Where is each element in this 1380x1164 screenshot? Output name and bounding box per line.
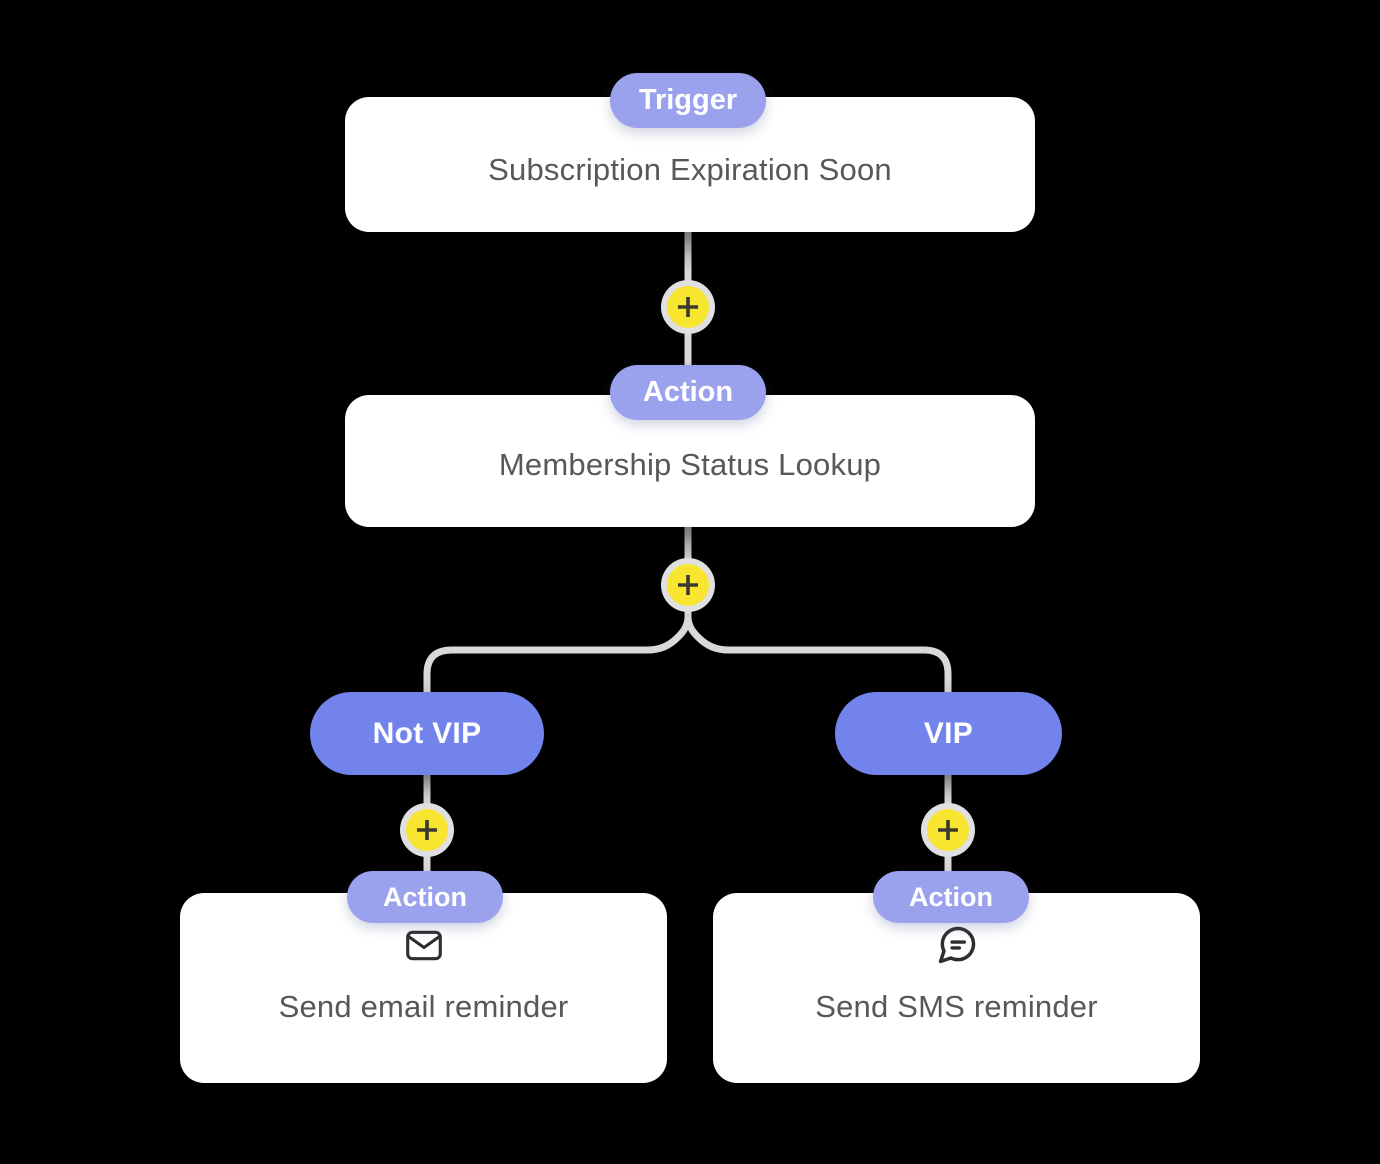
branch-pill-not-vip[interactable]: Not VIP: [310, 692, 544, 775]
action-badge-email: Action: [347, 871, 503, 923]
plus-icon: [417, 820, 437, 840]
mail-icon: [405, 923, 443, 967]
plus-icon: [938, 820, 958, 840]
action-badge-sms: Action: [873, 871, 1029, 923]
add-step-button-4[interactable]: [927, 809, 969, 851]
sms-card[interactable]: Send SMS reminder: [713, 893, 1200, 1083]
trigger-badge: Trigger: [610, 73, 766, 128]
action-badge-sms-label: Action: [909, 881, 993, 912]
email-card[interactable]: Send email reminder: [180, 893, 667, 1083]
email-card-title: Send email reminder: [278, 989, 569, 1024]
add-step-button-1[interactable]: [667, 286, 709, 328]
trigger-badge-label: Trigger: [638, 84, 738, 116]
action-badge-lookup-label: Action: [642, 376, 734, 408]
branch-pill-vip-label: VIP: [923, 716, 974, 750]
sms-card-title: Send SMS reminder: [815, 989, 1098, 1024]
action-badge-lookup: Action: [610, 365, 766, 420]
trigger-card[interactable]: Subscription Expiration Soon: [345, 97, 1035, 232]
lookup-card-title: Membership Status Lookup: [498, 447, 882, 482]
plus-icon: [678, 575, 698, 595]
connector-fork-right: [684, 604, 952, 695]
chat-bubble-icon: [935, 923, 979, 967]
add-step-button-2[interactable]: [667, 564, 709, 606]
branch-pill-not-vip-label: Not VIP: [372, 716, 482, 750]
plus-icon: [678, 297, 698, 317]
trigger-card-title: Subscription Expiration Soon: [488, 152, 892, 187]
add-step-button-3[interactable]: [406, 809, 448, 851]
branch-pill-vip[interactable]: VIP: [835, 692, 1062, 775]
action-badge-email-label: Action: [383, 881, 467, 912]
connector-fork-left: [423, 604, 692, 695]
